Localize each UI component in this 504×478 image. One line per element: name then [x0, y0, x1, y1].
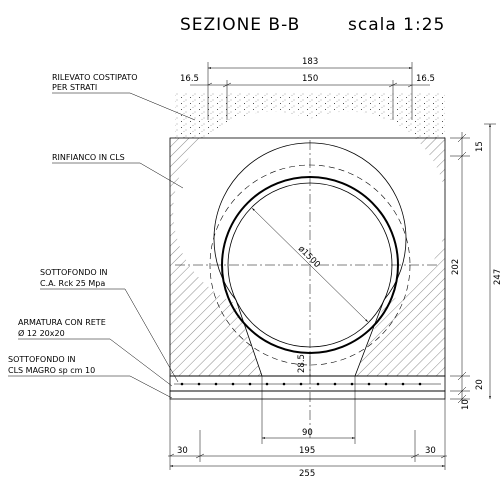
rebar-dot	[180, 382, 184, 386]
leader-sottofondo-magro	[8, 375, 173, 399]
rebar-dot	[350, 382, 354, 386]
base-width-dimension	[261, 376, 356, 444]
dim-right-lean: 10	[461, 399, 471, 410]
rebar-dot	[418, 382, 422, 386]
section-title: SEZIONE B-B	[180, 15, 300, 35]
dim-right-cover: 15	[475, 141, 485, 152]
rebar-dot	[333, 382, 337, 386]
dim-base-width: 90	[302, 428, 313, 438]
rebar-dot	[316, 382, 320, 386]
rebar-dots	[180, 382, 422, 386]
rebar-dot	[265, 382, 269, 386]
concrete-encasement	[169, 111, 447, 377]
dim-bottom-right: 30	[425, 446, 436, 456]
rebar-dot	[248, 382, 252, 386]
rebar-dot	[231, 382, 235, 386]
rebar-dot	[367, 382, 371, 386]
dim-bottom-total: 255	[299, 469, 315, 478]
leader-rinfianco	[52, 162, 184, 189]
lean-concrete-layer	[169, 390, 446, 400]
base-height-label: 28.5	[297, 354, 307, 373]
dim-bottom-left: 30	[177, 446, 188, 456]
right-dimensions	[450, 123, 496, 404]
leader-armatura	[18, 338, 173, 387]
label-sottofondo-ca-line1: SOTTOFONDO IN	[40, 268, 108, 277]
label-sottofondo-ca-line2: C.A. Rck 25 Mpa	[40, 279, 105, 288]
label-rinfianco: RINFIANCO IN CLS	[52, 153, 125, 162]
rebar-dot	[214, 382, 218, 386]
dim-top-right: 16.5	[416, 74, 435, 84]
dim-right-body: 202	[451, 259, 461, 275]
diameter-line	[251, 207, 369, 323]
dim-bottom-middle: 195	[299, 446, 315, 456]
pipe-cradle-outline	[213, 142, 407, 377]
rebar-dot	[299, 382, 303, 386]
scale-label: scala 1:25	[348, 15, 445, 35]
label-rilevato-line1: RILEVATO COSTIPATO	[52, 73, 138, 82]
dim-right-total: 247	[493, 269, 503, 285]
rebar-dot	[401, 382, 405, 386]
dim-top-overall: 183	[302, 57, 318, 67]
rebar-dot	[282, 382, 286, 386]
label-rilevato-line2: PER STRATI	[52, 83, 97, 92]
rebar-dot	[197, 382, 201, 386]
top-dimensions	[190, 62, 430, 120]
dim-right-slab: 20	[475, 379, 485, 390]
dim-top-left: 16.5	[180, 74, 199, 84]
dim-top-middle: 150	[302, 74, 318, 84]
leader-rilevato	[52, 92, 196, 121]
leader-sottofondo-ca	[40, 288, 179, 383]
label-armatura-line2: Ø 12 20x20	[18, 328, 65, 338]
label-sottofondo-magro-line2: CLS MAGRO sp cm 10	[8, 366, 95, 375]
label-sottofondo-magro-line1: SOTTOFONDO IN	[8, 355, 76, 364]
label-armatura-line1: ARMATURA CON RETE	[18, 318, 106, 327]
rebar-dot	[384, 382, 388, 386]
bottom-dimensions	[168, 399, 447, 470]
